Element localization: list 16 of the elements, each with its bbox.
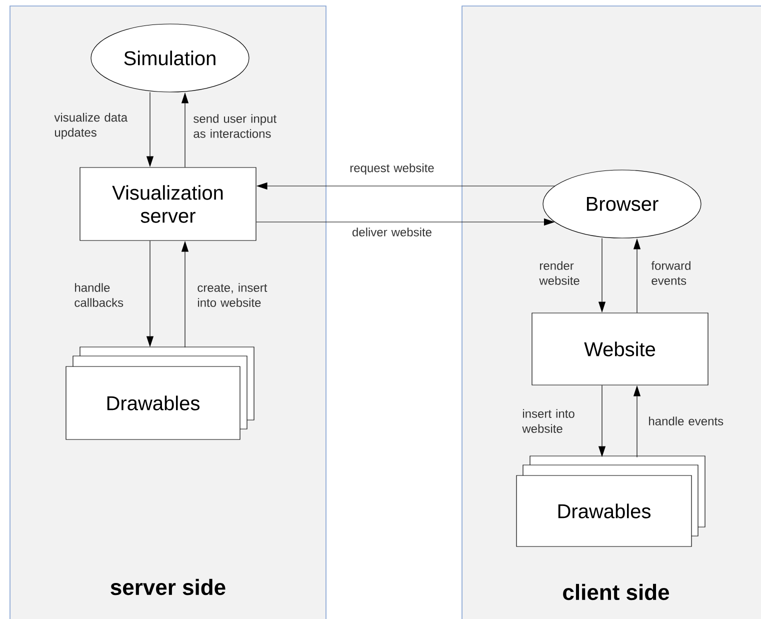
edge-label: render website [539,261,580,285]
edge-label: request website [350,163,434,175]
stacked-boxes: Drawables [66,346,254,440]
edge-label: deliver website [352,228,432,236]
edge-label: handle callbacks [74,283,124,307]
ellipse-node: Simulation [90,24,250,92]
ellipse-node: Browser [542,170,702,238]
process-box: Visualization server [80,167,256,241]
edge-label: create, insert into website [198,283,268,307]
stacked-boxes: Drawables [516,456,706,547]
edge-label: visualize data updates [54,112,128,140]
edge-label: forward events [651,261,690,285]
edge-label: insert into website [522,409,574,433]
edge-label: handle events [649,416,724,426]
edge-label: send user input as interactions [194,114,276,138]
process-box: Website [532,312,708,386]
